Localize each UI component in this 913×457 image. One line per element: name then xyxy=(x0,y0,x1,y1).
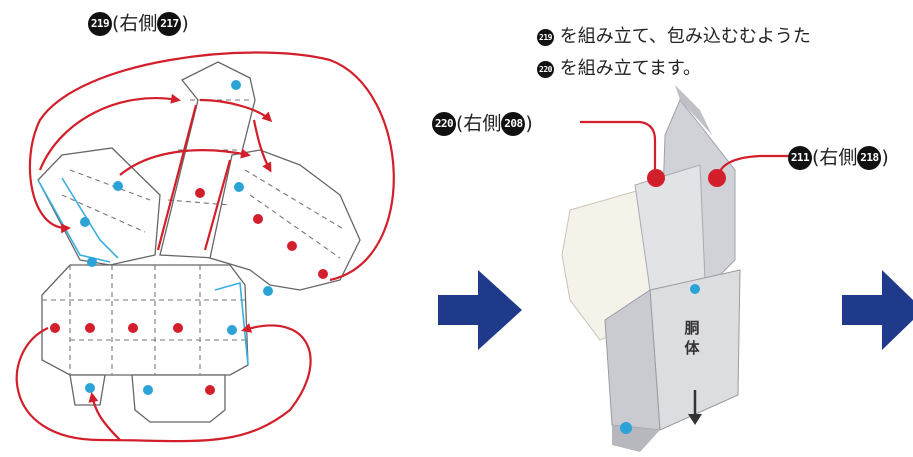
blue-dot xyxy=(87,257,97,267)
paper-net xyxy=(37,61,361,423)
model-text-1: 胴 xyxy=(684,319,699,337)
blue-dot xyxy=(80,217,90,227)
callout-220-prefix: (右側 xyxy=(456,112,502,135)
ref-badge-217: 217 xyxy=(157,12,182,36)
red-dot xyxy=(318,269,328,279)
net-blue-outlines xyxy=(37,177,249,366)
next-step-arrow-2 xyxy=(842,270,913,350)
callout-ref-badge-218: 218 xyxy=(857,146,882,170)
model-text-2: 体 xyxy=(684,339,700,357)
step-badge-219: 219 xyxy=(88,12,112,36)
callout-211-dot xyxy=(708,169,726,187)
blue-dot xyxy=(85,383,95,393)
net-bottom-tab xyxy=(131,374,226,423)
next-step-arrow-1 xyxy=(438,270,522,350)
callout-220-suffix: ) xyxy=(525,112,533,135)
blue-dot xyxy=(231,80,241,90)
net-left-wing xyxy=(37,147,161,266)
red-dot xyxy=(85,323,95,333)
left-label-suffix: ) xyxy=(181,12,189,35)
left-label-prefix: (右側 xyxy=(112,12,158,35)
red-dot xyxy=(253,214,263,224)
instruction-text-1: を組み立て、包み込むむようた xyxy=(559,26,811,47)
blue-dot xyxy=(234,182,244,192)
callout-220-dot xyxy=(647,169,665,187)
model-body-blue-dot xyxy=(690,284,700,294)
callout-220-leader xyxy=(580,120,657,178)
callout-211-suffix: ) xyxy=(881,146,889,169)
red-dot xyxy=(195,188,205,198)
blue-dot xyxy=(143,385,153,395)
net-red-cut-lines xyxy=(156,104,232,251)
instruction-line-1: 219 を組み立て、包み込むむようた xyxy=(537,28,811,46)
model-bottom-blue-spot xyxy=(620,422,632,434)
callout-211-prefix: (右側 xyxy=(812,146,858,169)
red-dot xyxy=(205,385,215,395)
net-center-body xyxy=(41,264,249,376)
red-dot xyxy=(173,323,183,333)
blue-dot xyxy=(227,325,237,335)
red-dot xyxy=(50,323,60,333)
callout-badge-211: 211 xyxy=(788,146,812,170)
instruction-line-2: 220 を組み立てます。 xyxy=(537,60,701,78)
red-dot xyxy=(287,241,297,251)
blue-dot xyxy=(113,181,123,191)
assembled-model xyxy=(561,85,741,452)
instr-badge-220: 220 xyxy=(537,60,554,78)
blue-dot xyxy=(263,286,273,296)
instruction-text-2: を組み立てます。 xyxy=(559,58,702,79)
net-connection-arrows xyxy=(15,51,395,443)
instr-badge-219: 219 xyxy=(537,28,554,46)
red-dot xyxy=(128,323,138,333)
net-dots xyxy=(50,80,328,395)
callout-ref-badge-208: 208 xyxy=(501,112,526,136)
callout-badge-220: 220 xyxy=(432,112,456,136)
model-arm-tip xyxy=(675,85,712,135)
